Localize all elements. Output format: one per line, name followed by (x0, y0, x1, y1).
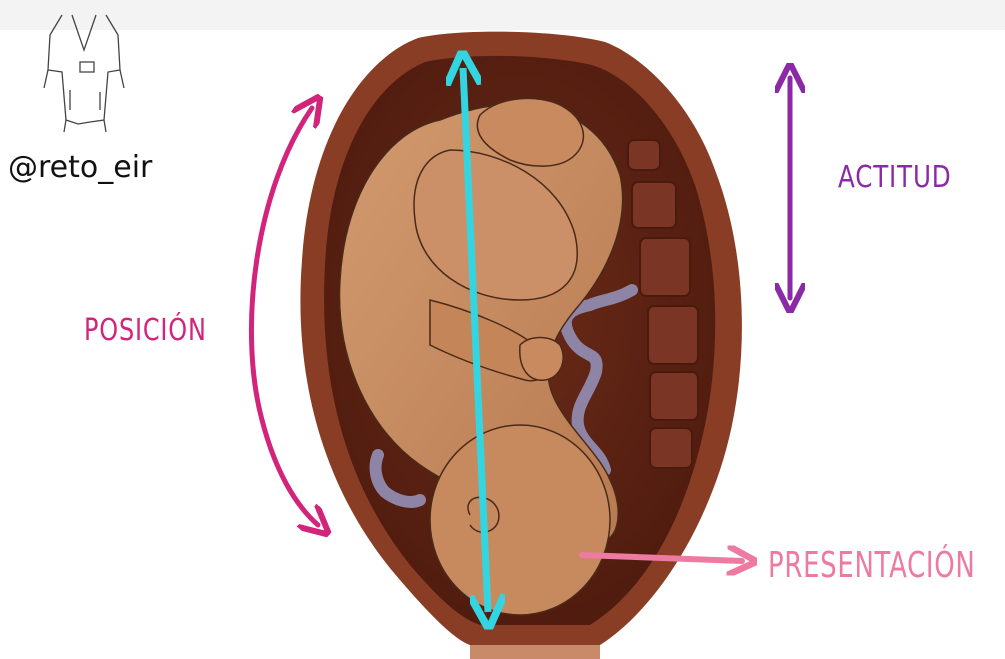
nurse-avatar-icon (44, 15, 124, 132)
author-handle: @reto_eir (8, 150, 152, 185)
label-presentacion: PRESENTACIÓN (768, 545, 976, 586)
top-fade (0, 0, 1005, 30)
label-posicion: POSICIÓN (84, 313, 207, 348)
label-actitud: ACTITUD (838, 160, 952, 195)
